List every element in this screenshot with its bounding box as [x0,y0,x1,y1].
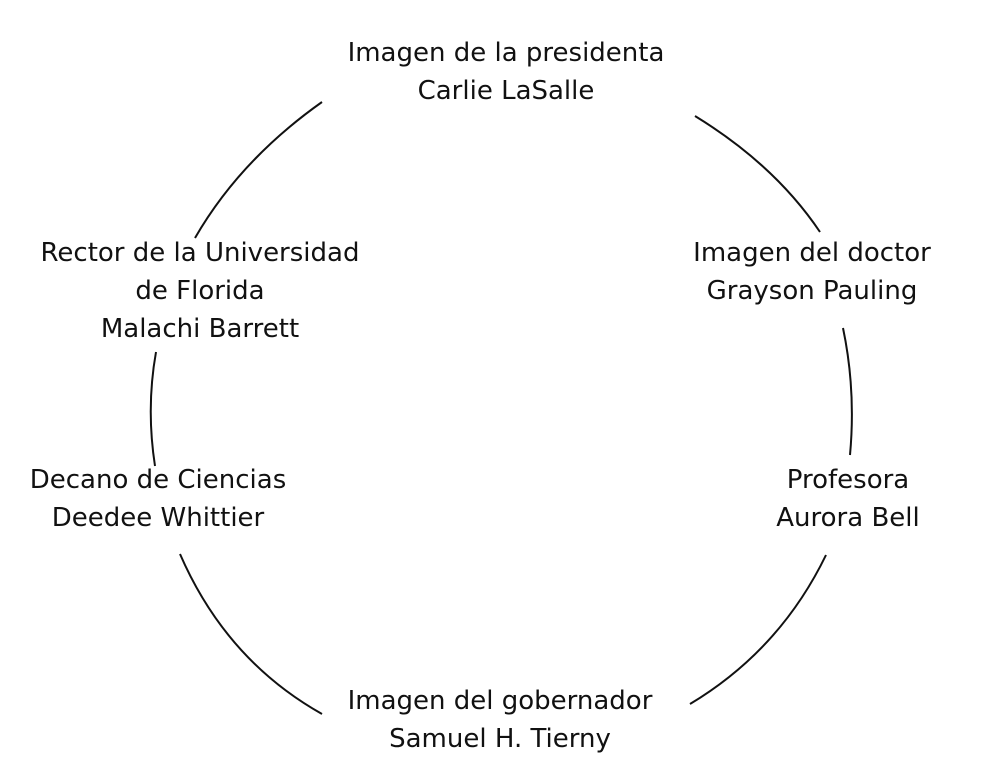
node-doctor-title: Imagen del doctor [693,238,931,268]
node-presidenta: Imagen de la presidenta Carlie LaSalle [316,34,696,110]
node-decano: Decano de Ciencias Deedee Whittier [8,461,308,537]
node-doctor-name: Grayson Pauling [706,276,918,306]
node-gobernador-title: Imagen del gobernador [347,686,653,716]
node-rector-title: Rector de la Universidad [40,238,360,268]
node-profesora-name: Aurora Bell [776,503,920,533]
node-profesora-title: Profesora [786,465,910,495]
connector-profesora-to-gobernador [689,554,827,705]
connector-doctor-to-profesora [842,327,853,456]
node-gobernador: Imagen del gobernador Samuel H. Tierny [310,682,690,758]
node-rector-subtitle: de Florida [135,276,265,306]
connector-decano-to-rector [149,351,157,467]
node-presidenta-name: Carlie LaSalle [417,76,595,106]
node-rector-name: Malachi Barrett [100,314,300,344]
node-profesora: Profesora Aurora Bell [728,461,968,537]
node-rector: Rector de la Universidad de Florida Mala… [20,234,380,348]
node-gobernador-name: Samuel H. Tierny [389,724,611,754]
connector-rector-to-presidenta [194,101,323,239]
node-decano-title: Decano de Ciencias [29,465,287,495]
connector-gobernador-to-decano [179,553,323,715]
connector-top-to-doctor [694,115,821,233]
node-presidenta-title: Imagen de la presidenta [347,38,665,68]
node-decano-name: Deedee Whittier [51,503,265,533]
node-doctor: Imagen del doctor Grayson Pauling [662,234,962,310]
